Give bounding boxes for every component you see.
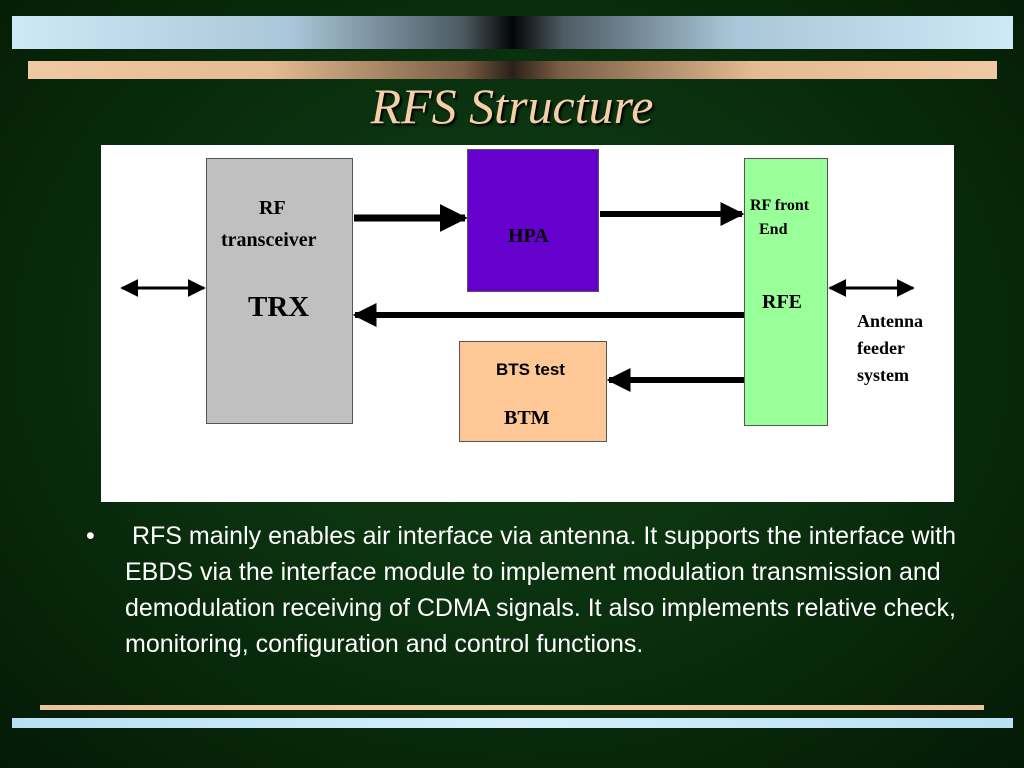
antenna-label-line2: feeder: [857, 338, 905, 358]
trx-label-name: TRX: [248, 291, 310, 323]
rfe-label-rf-front: RF front: [750, 197, 810, 214]
btm-label-bts-test: BTS test: [496, 360, 565, 379]
btm-block: [459, 341, 607, 442]
rfe-label-name: RFE: [762, 291, 802, 313]
bottom-decor-bar-tan: [40, 705, 984, 710]
rfe-label-end: End: [759, 221, 788, 238]
btm-label-name: BTM: [504, 407, 550, 429]
trx-label-rf: RF: [259, 197, 286, 219]
trx-block: [206, 158, 353, 424]
top-decor-bar: [12, 16, 1013, 49]
bullet-text: RFS mainly enables air interface via ant…: [125, 522, 963, 658]
bullet-symbol: •: [86, 522, 95, 550]
hpa-block: [467, 149, 599, 292]
title-decor-bar: [28, 61, 997, 79]
rfe-block: [744, 158, 828, 426]
slide-title: RFS Structure: [370, 78, 654, 134]
trx-label-transceiver: transceiver: [221, 229, 317, 251]
rfs-block-diagram: RF transceiver TRX HPA BTS test BTM RF f…: [101, 145, 954, 502]
antenna-label-line1: Antenna: [857, 311, 924, 331]
hpa-label: HPA: [508, 225, 549, 247]
bottom-decor-bar-blue: [12, 718, 1013, 728]
connector-arrows: [120, 202, 915, 392]
antenna-label-line3: system: [857, 365, 909, 385]
